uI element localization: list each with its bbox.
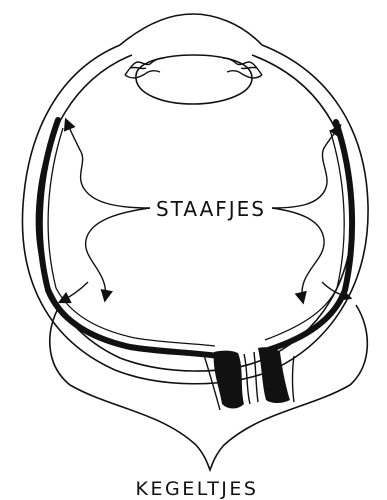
iris-left xyxy=(125,58,164,78)
cones-label: KEGELTJES xyxy=(136,478,259,500)
rods-label: STAAFJES xyxy=(156,197,266,221)
lower-orbit xyxy=(50,305,368,470)
retina xyxy=(268,122,352,350)
retina xyxy=(40,120,218,356)
cornea xyxy=(120,14,262,45)
choroid xyxy=(48,128,215,346)
iris-right xyxy=(223,58,262,78)
